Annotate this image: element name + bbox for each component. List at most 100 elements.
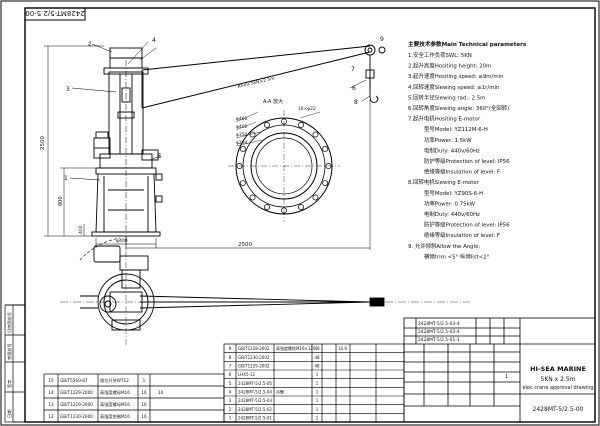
callout-4: 4 [152,37,156,44]
bom-cell: 10.9 [338,346,347,351]
width-2500: 2500 [238,242,252,248]
param-row: 防护等级Protection of level: IP56 [424,157,510,165]
height-2500: 2500 [40,136,46,150]
dim-holes: 16×φ22 [298,106,316,112]
bom-cell: 8 [229,355,232,360]
top-drawing-number-box: 2428MT-5/2.5-00 [24,7,86,21]
bom-left-cell: 高强度垫圈M16 [100,413,130,420]
param-row: 绝缘等级Insulation of level: F [424,231,500,239]
dim-phi294: φ294 [236,140,247,146]
params-title: 主要技术参数Main Technical parameters [408,40,527,48]
bom-cell: 7 [229,364,232,369]
boom-top-chord [141,45,371,71]
param-row: 9. 允许倾斜Allow the Angle: [408,242,480,250]
bom-left-cell: 15 [48,378,54,383]
parameters-block: 主要技术参数Main Technical parameters 1.安全工作负荷… [408,40,527,260]
callout-9: 9 [380,36,384,43]
bolt-hole [312,131,319,138]
bolt-hole [298,121,304,128]
bom-cell: 1 [316,398,319,403]
callout-3: 3 [66,86,70,93]
bom-cell: 48 [314,346,320,351]
bom-cell: 1 [316,381,319,386]
bolt-hole [264,204,270,211]
bolt-hole [298,204,304,211]
title-drawing-number: 2428MT-5/2.5-00 [533,406,584,413]
bom-cell: 2428MT-5/2.5-03 [238,398,272,403]
bom-cell: GB/T1229-2002 [238,364,270,369]
bom-cell: 5 [229,381,232,386]
title-block [403,317,596,423]
param-row: 横倾trim <5° 纵倾list<2° [424,252,490,260]
strip-label-1: 旧底图总号 [6,312,13,333]
bom-left-cell: 16 [141,414,147,419]
bolt-hole [281,118,287,125]
bolt-hole [236,163,243,169]
flange-section-aa: A-A 放大 φ460 φ400 φ350 φ294 16×φ22 [228,98,340,222]
callout-7: 7 [351,66,355,73]
callout-1: 1 [64,175,68,182]
bolt-hole [322,180,329,186]
width-dimensions [95,100,371,250]
bom-cell: LHX5-12 [238,372,256,377]
callout-leaders [69,41,371,181]
param-row: 4.回转速度Slewing speed: ≥1r/min [408,83,499,91]
bom-left-cell: GB/T1229-2000 [60,402,93,407]
param-row: 型号Model: YZ90S-6-H [424,189,483,197]
bom-left-cell: 16 [141,390,147,395]
param-row: 电制Duty: 440v/60Hz [424,210,480,218]
bom-left-cell: GB/T1230-2000 [60,414,93,419]
param-row: 6.回转角度Slewing angle: 360°(全回转) [408,104,509,112]
inner-frame [24,7,596,423]
bom-left-cell: 限位开关WT12 [100,377,129,384]
product-name: 5KN x 2.5m [541,376,576,383]
dim-phi400: φ400 [236,124,247,130]
callout-5: 5 [158,153,162,160]
bom-left-cell: 高强度螺母M16 [100,401,130,408]
strip-label-4: 日期 [7,410,13,418]
product-subtitle: elec.crane approval drawing [522,385,593,391]
bom-cell: 2428MT-5/2.5-02 [238,407,272,412]
bom-cell: 48 [314,355,320,360]
bom-cell: 9 [229,346,232,351]
param-row: 5.回转半径Slewing rad.: 2.5m [408,93,485,101]
height-dimensions [44,45,104,237]
param-row: 功率Power: 1.5kW [424,136,472,144]
bom-cell: 2428MT-5/2.5-05 [238,381,272,386]
company-name: HI-SEA MARINE [530,365,586,373]
param-row: 型号Model: YZ112M-6-H [424,125,488,133]
bom-cell: 1 [316,416,319,421]
title-qty: 1 [505,374,508,380]
height-800: 800 [58,196,64,206]
callout-numbers: 4 3 2 5 1 7 6 8 9 [64,36,384,182]
bom-cell: GB/T1228-2002 [238,346,270,351]
bom-left-cell: 14 [48,390,54,395]
param-row: 2.起升高度Hositing height: 20m [408,62,491,70]
param-row: 电制Duty: 440v/60Hz [424,146,480,154]
bom-cell: 6 [229,372,232,377]
bom-cell: 48 [314,364,320,369]
bom-cell: 高强度螺栓M16×120 [276,345,316,351]
boom-bottom-chord [141,51,371,109]
param-row: 功率Power: 0.75kW [424,199,476,207]
bom-cell: 1 [316,407,319,412]
section-title: A-A 放大 [263,98,283,105]
bom-cell: 4 [229,390,232,395]
bolt-hole [325,163,332,169]
hook-icon [369,78,379,103]
bom-left-cell: 13 [48,402,54,407]
bom-left-cell: 16 [141,402,147,407]
bom-left-cell: GB/T5560-87 [60,378,88,383]
ref-drawing-1: 2428MT-5/2.5-03-4 [418,321,460,327]
height-400: 400 [78,225,84,234]
left-margin-strip: 旧底图总号 底图总号 签字 日期 [4,304,26,423]
strip-label-2: 底图总号 [6,343,13,360]
callout-6: 6 [352,85,356,92]
dim-phi350: φ350 [236,132,247,138]
param-row: 1.安全工作负荷SWL: 5KN [408,51,472,59]
bolt-hole [239,180,246,186]
bolt-hole [264,121,270,128]
dim-phi460: φ460 [236,116,247,122]
